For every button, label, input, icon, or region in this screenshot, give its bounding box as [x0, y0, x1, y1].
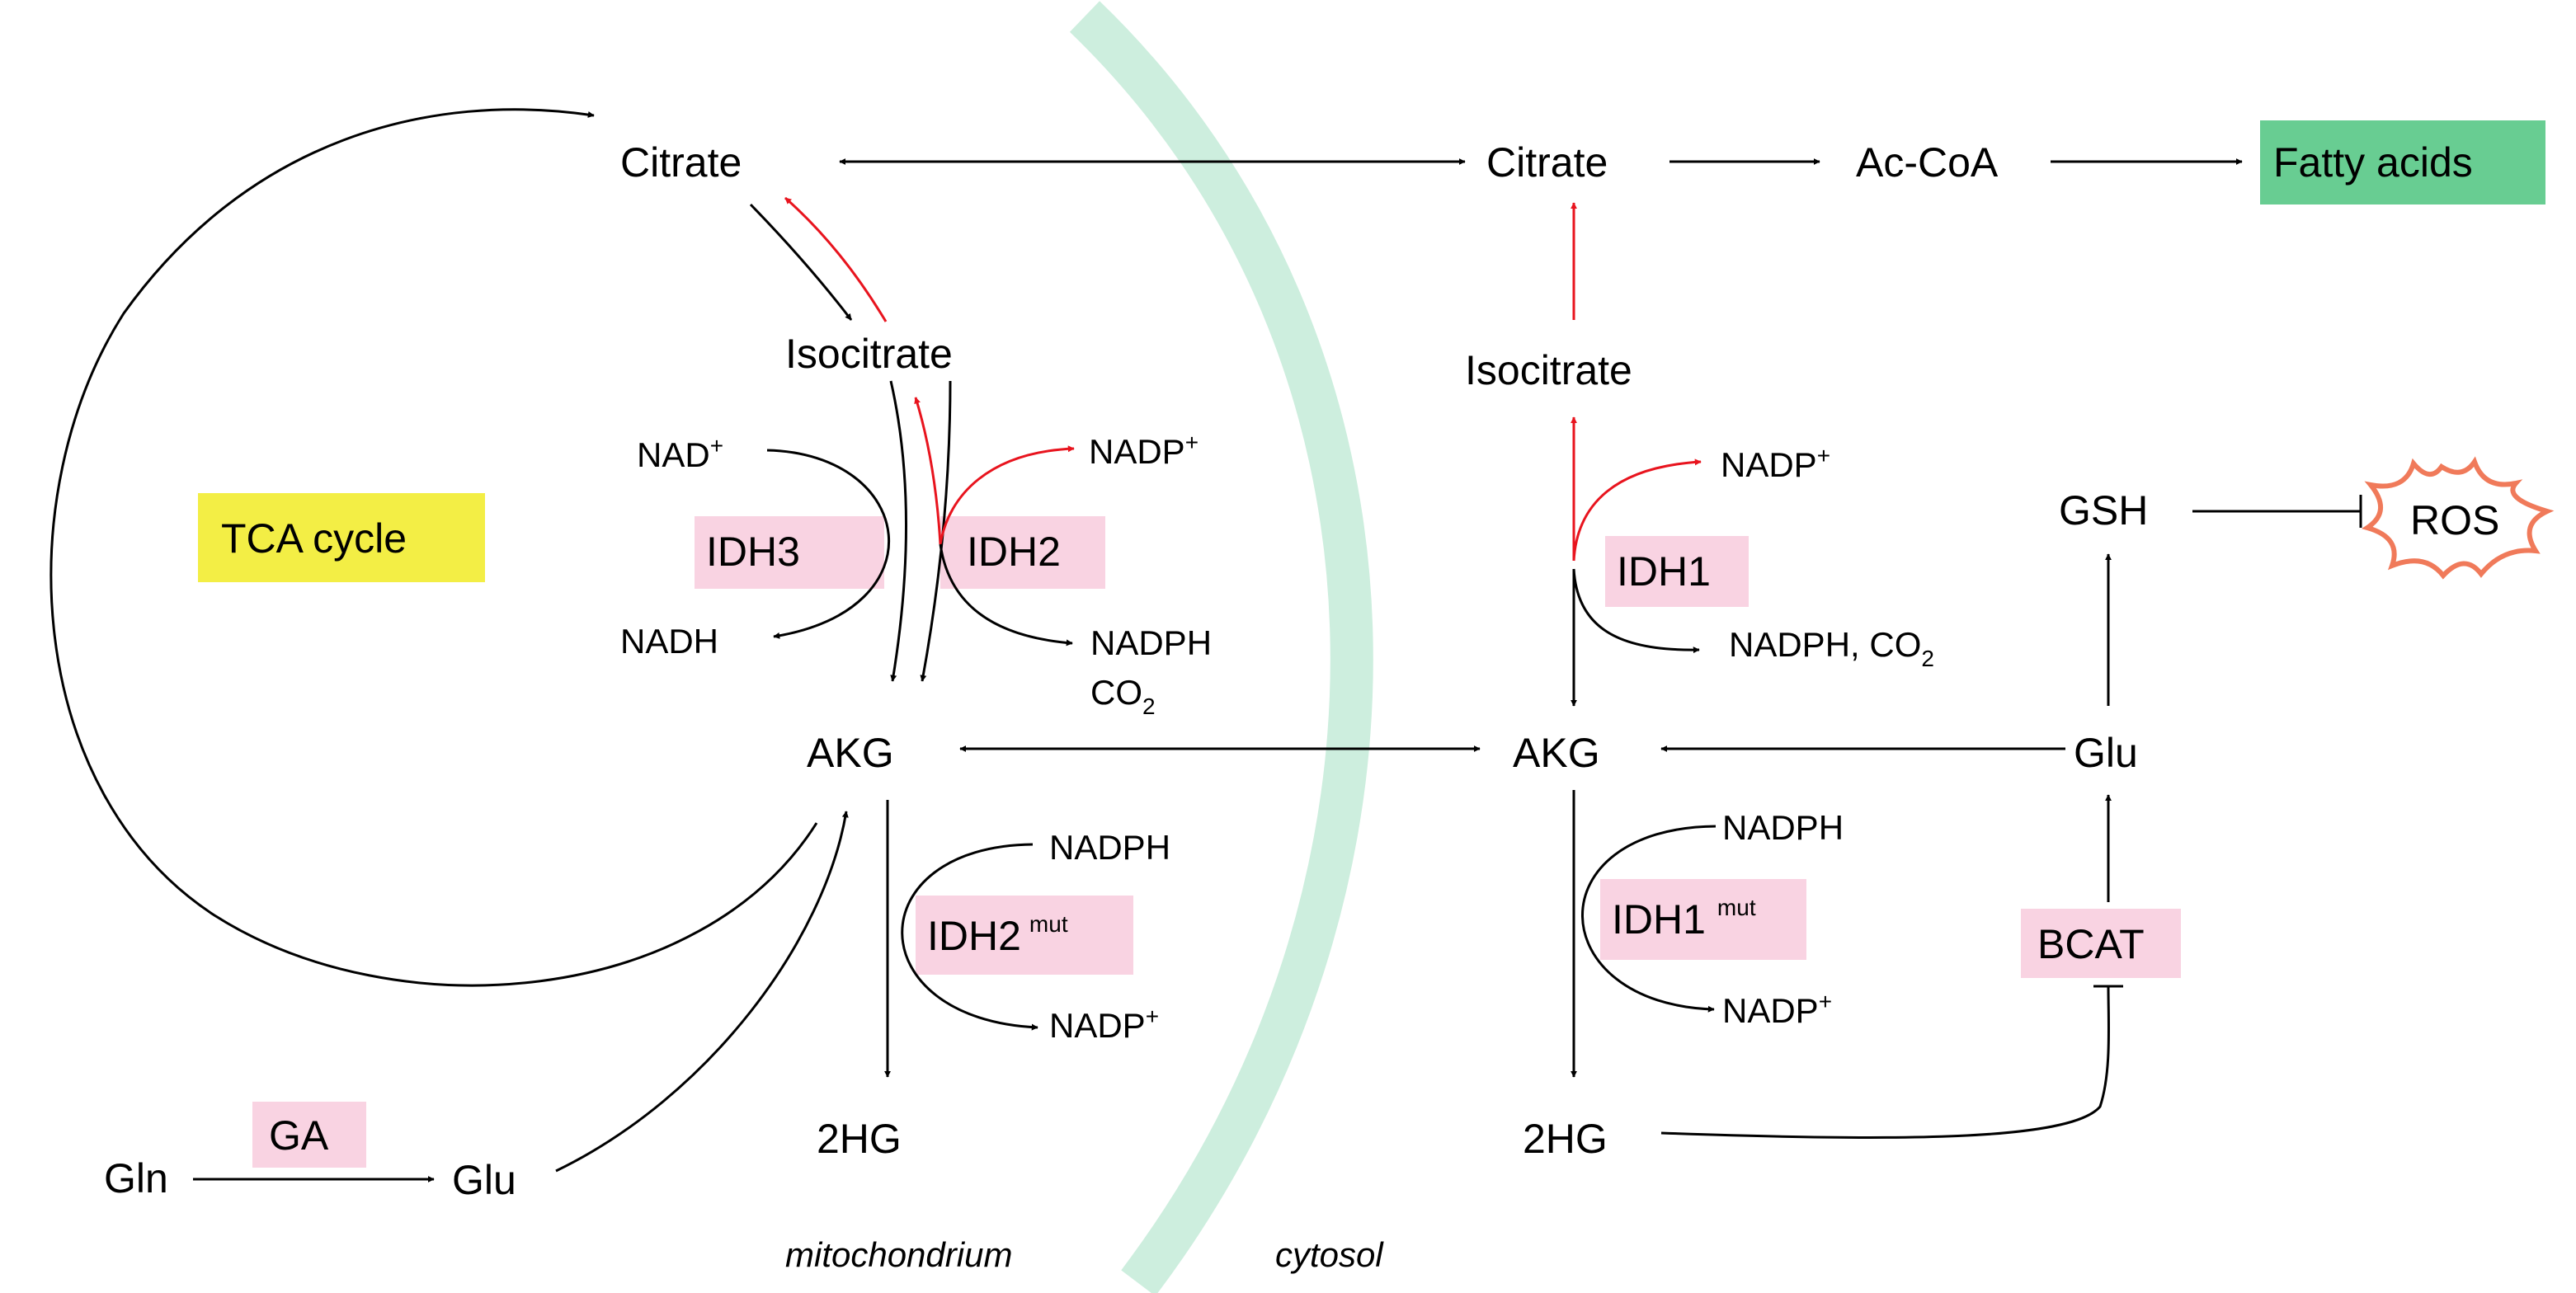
- mito-nadp-plus-mut: NADP+: [1049, 1004, 1159, 1045]
- mito-akg: AKG: [807, 730, 894, 776]
- idh2-box: [940, 516, 1105, 589]
- mito-nadph: NADPH: [1090, 623, 1212, 662]
- cyto-nadph-mut: NADPH: [1722, 808, 1844, 847]
- idh2-mut-box: [916, 896, 1133, 975]
- arrow-isocitrate-to-citrate-red: [784, 196, 888, 322]
- arrow-nad-to-nadh: [766, 449, 891, 639]
- idh1-label: IDH1: [1617, 548, 1711, 595]
- arrow-cyto-nadph-to-nadp: [1581, 825, 1717, 1013]
- fatty-acids-box: [2260, 120, 2545, 205]
- ga-label: GA: [269, 1112, 329, 1159]
- accoa-label: Ac-CoA: [1856, 139, 1999, 186]
- ga-box: [252, 1102, 366, 1168]
- cytosol-label: cytosol: [1275, 1235, 1384, 1274]
- inhibit-2hg-bcat: [1660, 985, 2111, 1139]
- arrow-citrate-to-isocitrate: [749, 203, 853, 321]
- arrow-idh2-to-nadph: [939, 543, 1073, 646]
- cyto-isocitrate: Isocitrate: [1465, 347, 1632, 393]
- membrane-band: [1069, 1, 1373, 1293]
- cyto-citrate: Citrate: [1486, 139, 1608, 186]
- tca-arc: [49, 108, 818, 987]
- cyto-nadp-plus: NADP+: [1721, 443, 1830, 484]
- cyto-akg: AKG: [1513, 730, 1600, 776]
- bcat-box: [2021, 909, 2181, 978]
- tca-cycle-label: TCA cycle: [221, 515, 407, 562]
- mito-isocitrate: Isocitrate: [785, 331, 953, 377]
- arrow-idh2-to-nadp-red: [939, 445, 1075, 545]
- mito-nadp-plus: NADP+: [1089, 430, 1199, 471]
- mito-glu: Glu: [452, 1157, 516, 1203]
- arrow-mito-nadph-to-nadp: [901, 843, 1038, 1031]
- ros-label: ROS: [2410, 497, 2499, 543]
- mito-nadph-mut: NADPH: [1049, 828, 1170, 867]
- gsh-label: GSH: [2059, 487, 2148, 534]
- cyto-nadph-co2: NADPH, CO2: [1729, 625, 1934, 671]
- idh1-box: [1605, 536, 1749, 607]
- fatty-acids-label: Fatty acids: [2273, 139, 2473, 186]
- tca-cycle-box: [198, 493, 485, 582]
- ros-burst: [2361, 456, 2555, 580]
- arrow-idh2-reverse-red: [914, 397, 942, 545]
- arrow-idh1-to-nadp-red: [1572, 458, 1702, 562]
- arrow-idh1-to-nadph: [1572, 568, 1700, 654]
- idh2-label: IDH2: [967, 529, 1061, 575]
- idh3-box: [695, 516, 884, 589]
- mito-nad-plus: NAD+: [637, 433, 723, 474]
- arrow-glu-to-akg: [555, 811, 849, 1173]
- mito-nadh: NADH: [620, 622, 718, 661]
- idh1-mut-box: [1600, 879, 1806, 960]
- idh3-label: IDH3: [706, 529, 800, 575]
- cyto-glu: Glu: [2074, 730, 2138, 776]
- cyto-nadp-plus-mut: NADP+: [1722, 989, 1832, 1030]
- mitochondrium-label: mitochondrium: [785, 1235, 1012, 1274]
- arrow-idh3-to-akg: [889, 380, 907, 682]
- cyto-2hg: 2HG: [1523, 1116, 1608, 1162]
- bcat-label: BCAT: [2037, 921, 2145, 967]
- mito-co2: CO2: [1090, 673, 1156, 719]
- mito-2hg: 2HG: [817, 1116, 902, 1162]
- gln-label: Gln: [104, 1155, 168, 1201]
- mito-citrate: Citrate: [620, 139, 742, 186]
